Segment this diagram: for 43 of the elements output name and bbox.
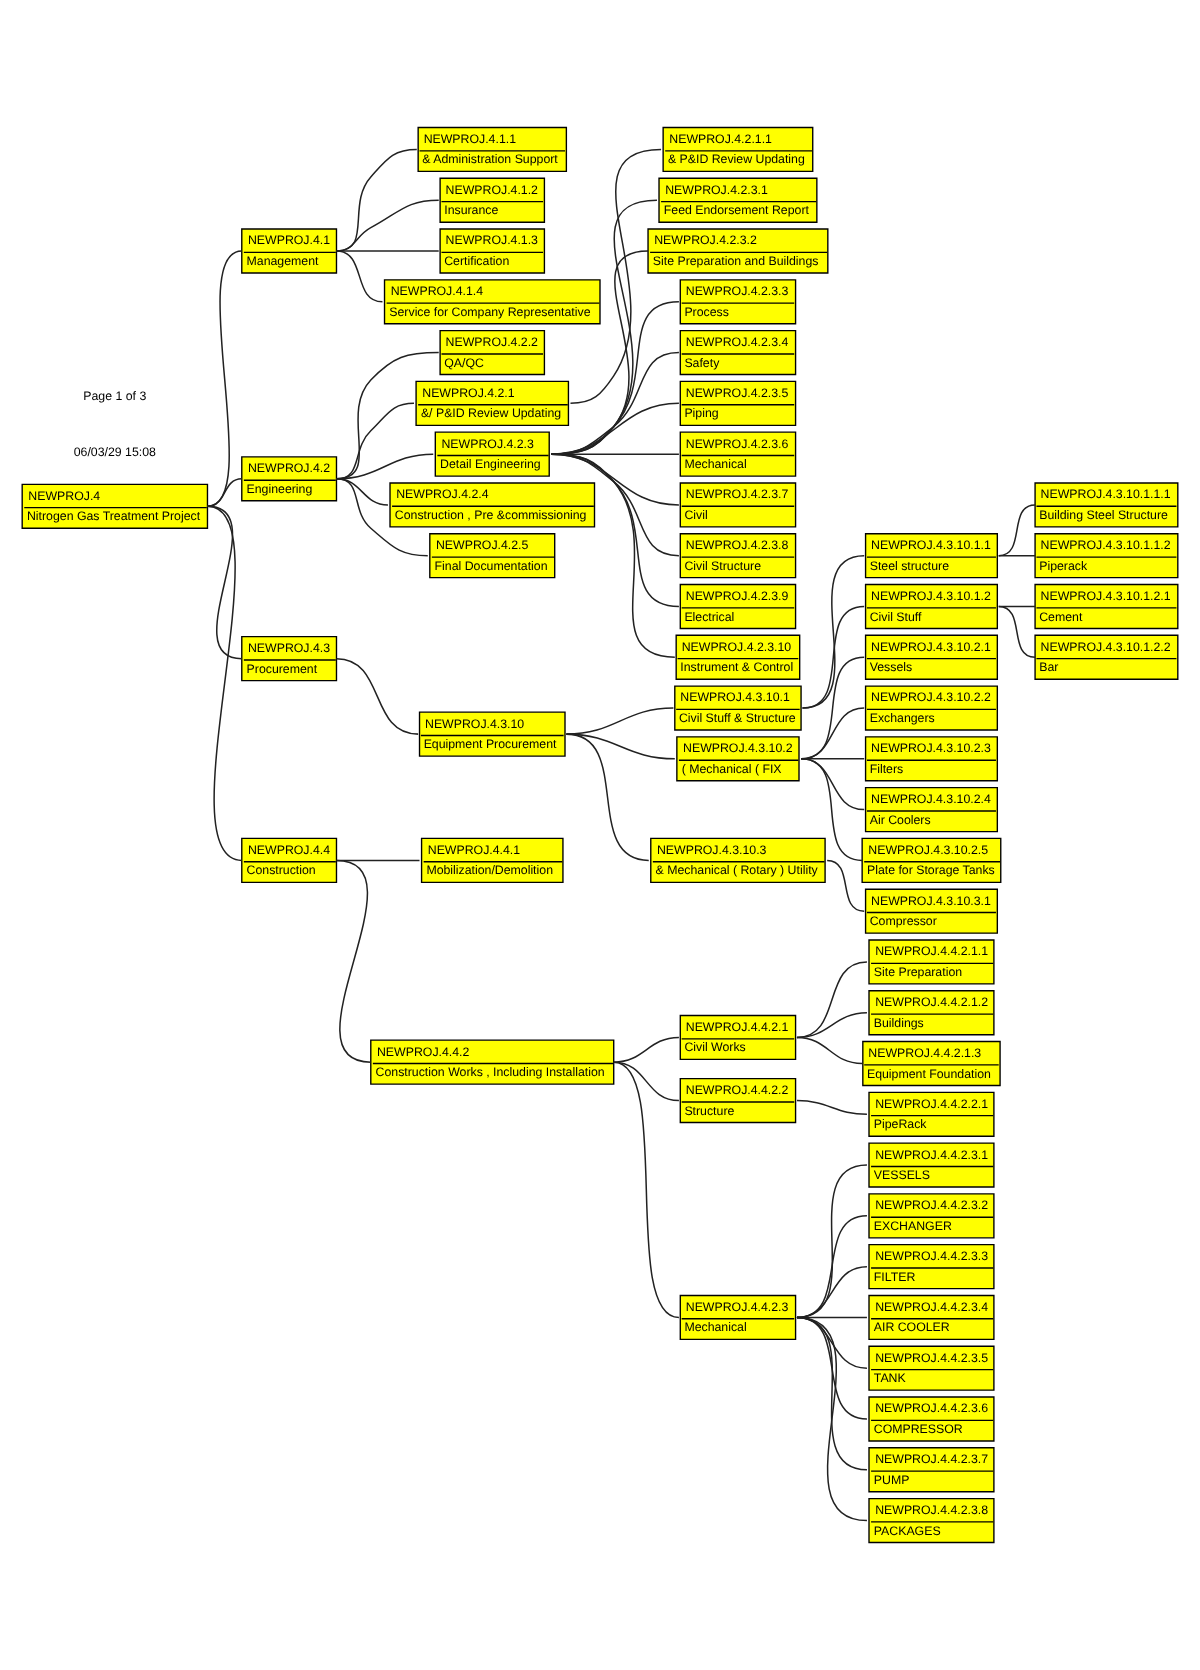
connector xyxy=(796,1316,868,1471)
connector xyxy=(550,402,680,455)
connector xyxy=(550,351,680,455)
connector xyxy=(801,554,865,709)
connector xyxy=(550,453,676,658)
connector xyxy=(800,758,863,862)
connector xyxy=(335,657,419,735)
connector xyxy=(801,605,865,709)
connector xyxy=(335,859,372,1063)
connector xyxy=(335,250,440,252)
connector xyxy=(335,478,389,506)
connector xyxy=(550,301,680,455)
connector xyxy=(550,453,680,557)
connector xyxy=(796,961,868,1039)
connector xyxy=(997,554,1036,557)
connector xyxy=(796,1316,868,1369)
connector xyxy=(796,1215,868,1319)
connector xyxy=(796,1265,868,1319)
connector xyxy=(565,707,675,735)
connector xyxy=(206,505,243,862)
connector xyxy=(796,1164,868,1319)
connector xyxy=(612,1061,680,1102)
connector xyxy=(612,1061,680,1319)
connector xyxy=(206,250,243,508)
connector xyxy=(335,478,429,557)
connector xyxy=(997,504,1036,557)
connector xyxy=(569,148,662,405)
connector xyxy=(796,1099,868,1116)
connector xyxy=(796,1036,863,1065)
connector xyxy=(612,1036,680,1063)
connector xyxy=(335,199,440,252)
connector xyxy=(796,1316,868,1522)
connector xyxy=(796,1012,868,1039)
connector xyxy=(550,453,680,506)
connector xyxy=(550,453,680,608)
connector xyxy=(826,859,865,912)
connector xyxy=(997,605,1036,658)
connector xyxy=(550,453,680,455)
connector xyxy=(206,478,243,508)
connector xyxy=(565,733,676,760)
connector xyxy=(565,733,650,862)
connector xyxy=(796,1316,868,1420)
connector xyxy=(335,250,384,303)
